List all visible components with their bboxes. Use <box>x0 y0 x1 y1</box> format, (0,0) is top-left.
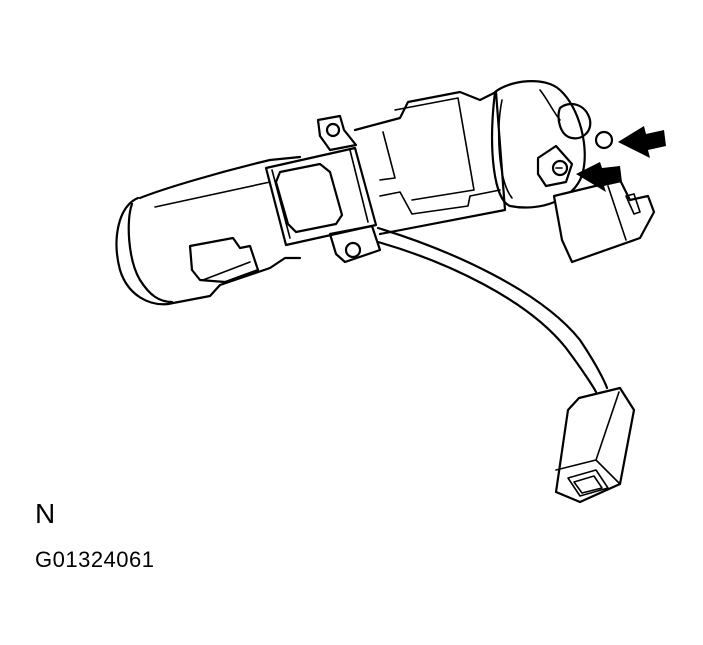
figure-code-label: G01324061 <box>35 547 155 572</box>
end-cap <box>491 80 614 209</box>
orientation-label: N <box>35 498 56 529</box>
harness-connector <box>554 386 636 504</box>
arrow-lower-screw-icon <box>576 162 622 192</box>
wire-harness <box>376 226 609 394</box>
callout-arrows <box>576 126 666 192</box>
mounting-bracket <box>264 114 382 264</box>
arrow-upper-screw-icon <box>618 126 666 158</box>
key-cylinder-body <box>115 155 302 306</box>
switch-housing <box>353 90 507 236</box>
side-connector <box>552 178 656 264</box>
